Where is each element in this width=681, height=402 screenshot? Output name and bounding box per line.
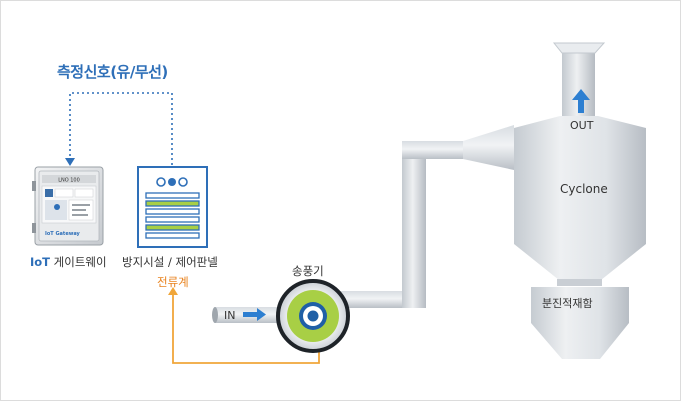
inlet-arrow-shaft	[243, 312, 258, 317]
cyclone-neck	[557, 279, 602, 286]
iot-label-text: 게이트웨이	[50, 255, 107, 269]
iot-gateway-label: IoT 게이트웨이	[30, 254, 107, 270]
current-line	[172, 294, 320, 364]
current-arrowhead	[168, 287, 178, 295]
riser-pipe	[402, 142, 426, 308]
outlet-label: OUT	[570, 119, 594, 132]
inlet-label: IN	[224, 309, 236, 322]
control-panel-icon	[137, 166, 208, 248]
outlet-arrow-shaft	[578, 99, 584, 113]
outlet-arrowhead	[572, 89, 590, 100]
inlet-arrowhead	[257, 308, 266, 321]
device-screen-text: LNO 100	[58, 178, 80, 184]
signal-dotted-line	[69, 92, 173, 167]
current-meter-label: 전류계	[157, 275, 189, 289]
cyclone-outlet-flare	[552, 42, 606, 54]
device-footer-text: IoT Gateway	[45, 231, 81, 237]
blower-label: 송풍기	[292, 264, 324, 278]
control-panel-label: 방지시설 / 제어판넬	[122, 255, 218, 269]
dust-hopper	[531, 287, 629, 359]
signal-title: 측정신호(유/무선)	[57, 63, 168, 81]
blower-outlet-pipe	[326, 291, 421, 308]
cyclone-inlet-taper	[463, 125, 514, 170]
iot-brand: IoT	[30, 255, 51, 269]
top-duct	[402, 141, 464, 159]
dust-hopper-label: 분진적재함	[542, 297, 593, 310]
signal-arrowhead	[65, 158, 75, 166]
iot-gateway-device: LNO 100 IoT Gateway	[32, 166, 104, 246]
cyclone-body	[514, 116, 646, 280]
cyclone-label: Cyclone	[560, 182, 608, 196]
